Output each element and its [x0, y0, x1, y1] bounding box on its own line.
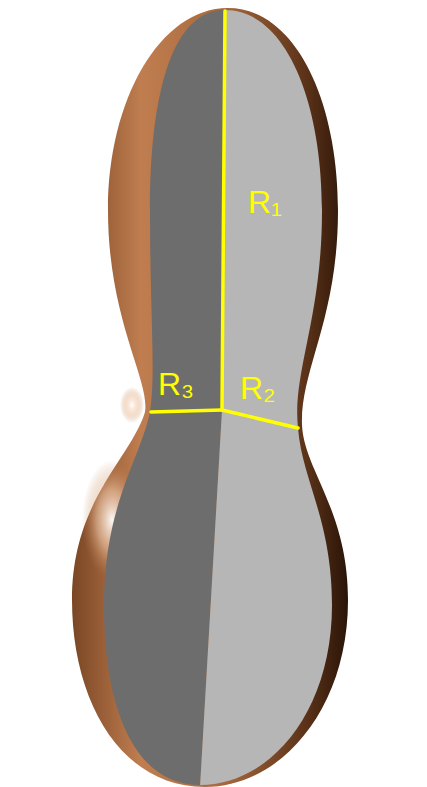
radius-line [222, 11, 225, 410]
highlight [120, 387, 144, 423]
radius-label: R₁ [248, 186, 282, 218]
radius-line [222, 410, 298, 428]
cut-face-light [200, 0, 427, 787]
radius-line [151, 410, 222, 412]
radius-label: R₃ [158, 368, 194, 400]
radius-label: R₂ [240, 372, 276, 404]
cut-face-dark [0, 0, 225, 787]
